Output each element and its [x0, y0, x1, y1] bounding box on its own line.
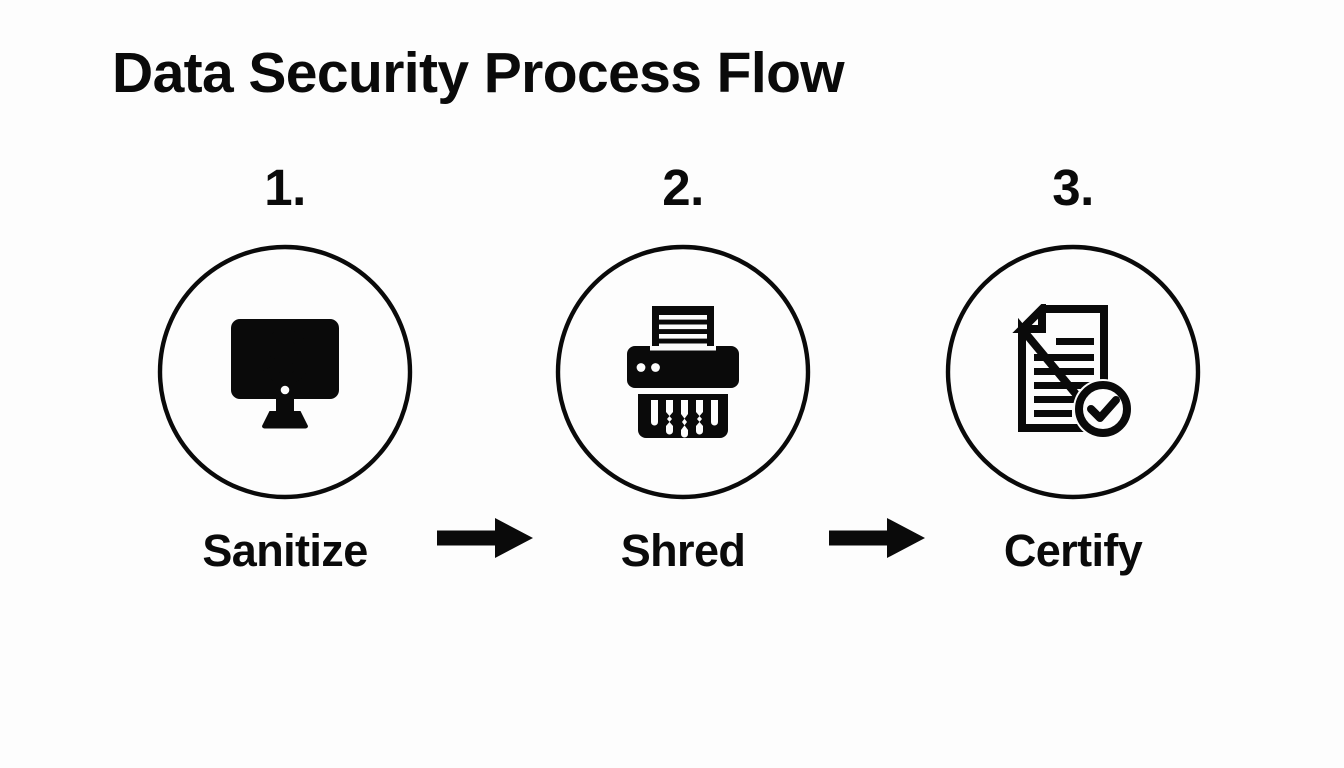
step-label: Certify	[1003, 525, 1143, 576]
step-circle-wrap	[555, 244, 811, 500]
flow-step-shred[interactable]: 2.	[523, 162, 843, 592]
right-arrow-icon	[437, 518, 533, 558]
process-flow-row: 1. Sanitize	[0, 162, 1344, 592]
step-number: 2.	[662, 159, 704, 216]
step-circle-wrap	[945, 244, 1201, 500]
step-circle-wrap	[157, 244, 413, 500]
paper-shredder-icon	[627, 306, 739, 438]
right-arrow-icon	[829, 518, 925, 558]
step-label: Shred	[620, 525, 746, 576]
certificate-check-icon	[1012, 304, 1133, 439]
step-circle-outline	[157, 244, 413, 500]
flow-step-sanitize[interactable]: 1. Sanitize	[125, 162, 445, 592]
step-number: 1.	[264, 159, 306, 216]
step-number: 3.	[1052, 159, 1094, 216]
page-title: Data Security Process Flow	[112, 41, 845, 105]
step-label: Sanitize	[202, 525, 368, 576]
step-circle-outline	[555, 244, 811, 500]
flow-step-certify[interactable]: 3.	[913, 162, 1233, 592]
step-circle-outline	[945, 244, 1201, 500]
monitor-sanitize-icon	[231, 319, 339, 429]
